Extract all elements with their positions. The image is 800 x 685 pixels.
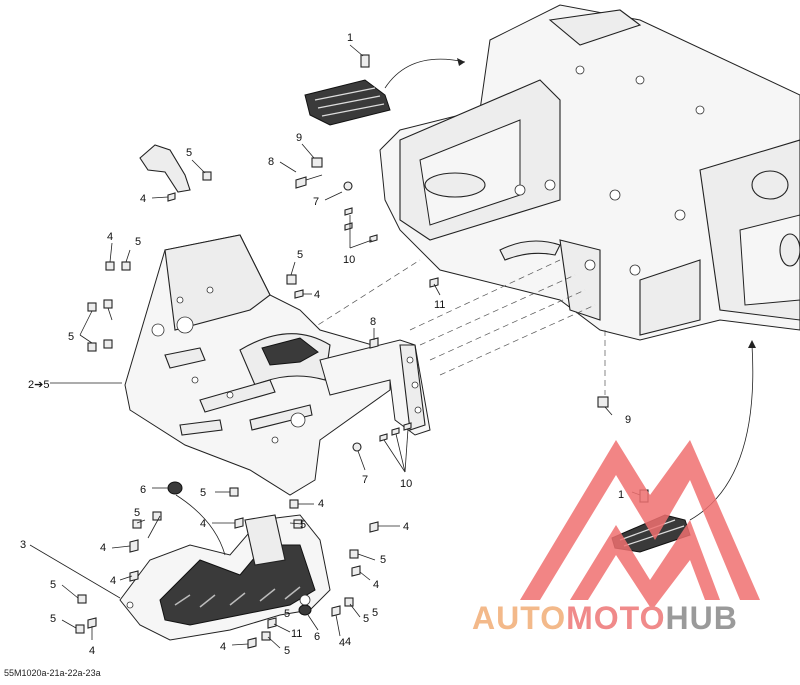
callout-10: 10 <box>343 254 355 266</box>
callout-5: 5 <box>135 236 141 248</box>
callout-4: 4 <box>318 498 324 510</box>
small-bracket-top <box>139 144 191 193</box>
callout-4: 4 <box>345 636 351 648</box>
fasteners <box>75 157 609 649</box>
callout-9: 9 <box>625 414 631 426</box>
callout-6: 6 <box>314 631 320 643</box>
callout-4: 4 <box>373 579 379 591</box>
callout-7: 7 <box>362 474 368 486</box>
callout-5: 5 <box>300 519 306 531</box>
callout-3: 3 <box>20 539 26 551</box>
callout-11: 11 <box>291 628 302 640</box>
callout-11: 11 <box>434 299 445 311</box>
callout-6: 6 <box>140 484 146 496</box>
callout-2-to-5: 2➔5 <box>28 379 49 391</box>
callout-5: 5 <box>50 579 56 591</box>
callout-5: 5 <box>68 331 74 343</box>
alignment-lines <box>309 259 606 395</box>
callout-7: 7 <box>313 196 319 208</box>
callout-5: 5 <box>363 613 369 625</box>
callout-4: 4 <box>403 521 409 533</box>
skid-plate <box>124 234 391 496</box>
callout-5: 5 <box>372 607 378 619</box>
grip-pad-upper <box>304 54 466 126</box>
callout-4: 4 <box>339 637 345 649</box>
callout-8: 8 <box>370 316 376 328</box>
lower-bumper <box>119 514 331 641</box>
side-bracket <box>319 339 431 436</box>
callout-5: 5 <box>380 554 386 566</box>
watermark-part-hub: HUB <box>665 600 738 636</box>
callout-5: 5 <box>297 249 303 261</box>
callout-4: 4 <box>140 193 146 205</box>
callout-10: 10 <box>400 478 412 490</box>
watermark-part-auto: AUTO <box>472 600 567 636</box>
callout-5: 5 <box>284 645 290 657</box>
callout-4: 4 <box>220 641 226 653</box>
callout-5: 5 <box>134 507 140 519</box>
callout-8: 8 <box>268 156 274 168</box>
grip-pad-lower <box>611 340 756 553</box>
callout-labels: 1 1 9 9 8 8 5 4 7 7 10 10 4 5 5 4 11 11 … <box>20 32 631 657</box>
leader-lines <box>29 44 641 649</box>
callout-4: 4 <box>89 645 95 657</box>
callout-5: 5 <box>186 147 192 159</box>
watermark-part-moto: MOTO <box>566 600 666 636</box>
figure-code: 55M1020a-21a-22a-23a <box>4 668 101 678</box>
callout-9: 9 <box>296 132 302 144</box>
callout-4: 4 <box>107 231 113 243</box>
callout-4: 4 <box>110 575 116 587</box>
callout-4: 4 <box>100 542 106 554</box>
main-frame <box>379 4 800 341</box>
callout-5: 5 <box>50 613 56 625</box>
watermark-wordmark: AUTOMOTOHUB <box>472 600 738 637</box>
callout-4: 4 <box>314 289 320 301</box>
callout-4: 4 <box>200 518 206 530</box>
callout-1: 1 <box>347 32 353 44</box>
callout-5: 5 <box>284 608 290 620</box>
callout-5: 5 <box>200 487 206 499</box>
callout-1: 1 <box>618 489 624 501</box>
